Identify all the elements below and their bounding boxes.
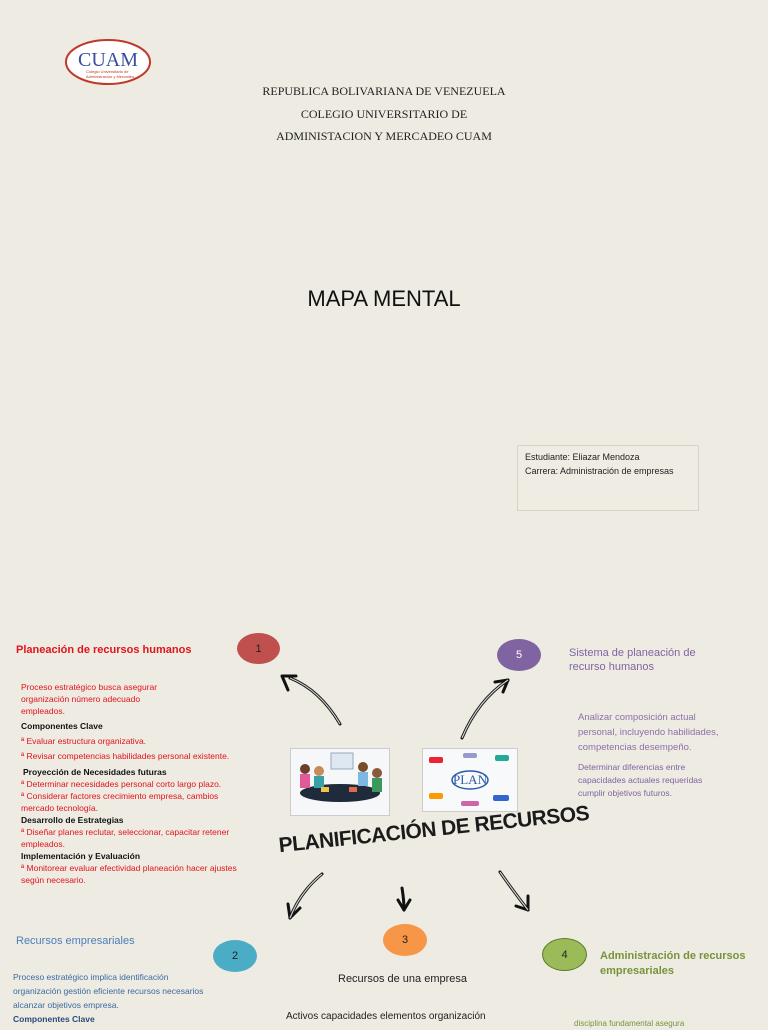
section-4-title: Administración de recursos empresariales (600, 949, 746, 979)
section-5-title: Sistema de planeación de recurso humanos (569, 646, 696, 674)
node-4: 4 (542, 938, 587, 971)
meeting-illustration (290, 748, 390, 816)
node-3: 3 (383, 924, 427, 956)
node-1: 1 (237, 633, 280, 664)
section-2-title: Recursos empresariales (16, 935, 135, 947)
plan-illustration: PLAN (422, 748, 518, 812)
section-5-paragraph-1: Analizar composición actual personal, in… (578, 710, 719, 755)
section-1-body: Proceso estratégico busca asegurar organ… (21, 681, 271, 886)
section-2-body: Proceso estratégico implica identificaci… (13, 970, 253, 1026)
section-3-line: Activos capacidades elementos organizaci… (286, 1011, 486, 1022)
section-1-title: Planeación de recursos humanos (16, 644, 191, 656)
section-3-title: Recursos de una empresa (338, 973, 467, 985)
node-5: 5 (497, 639, 541, 671)
section-4-line: disciplina fundamental asegura (574, 1018, 684, 1030)
node-2: 2 (213, 940, 257, 972)
svg-text:PLAN: PLAN (453, 772, 488, 787)
arrow-to-node-1 (290, 678, 340, 724)
arrow-to-node-5 (462, 680, 508, 738)
section-5-paragraph-2: Determinar diferencias entre capacidades… (578, 761, 702, 800)
